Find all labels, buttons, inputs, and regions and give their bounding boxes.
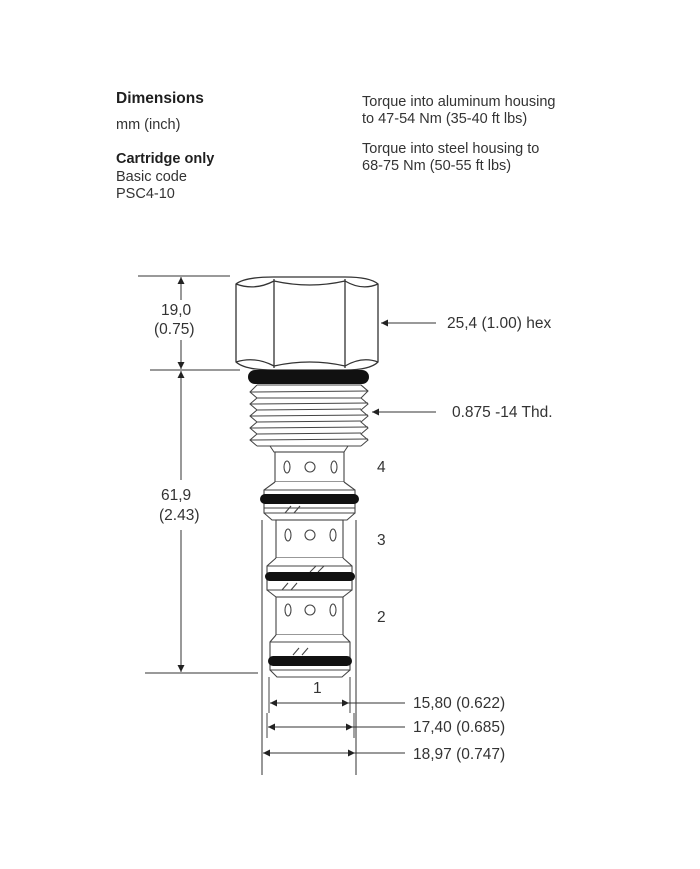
o-ring-4 (260, 494, 359, 504)
diameter-3-label: 18,97 (0.747) (413, 746, 505, 763)
torque-steel-line2: 68-75 Nm (50-55 ft lbs) (362, 158, 512, 174)
torque-aluminum-line1: Torque into aluminum housing (362, 94, 556, 110)
dimensions-title: Dimensions (116, 90, 204, 107)
hex-height-mm: 19,0 (161, 302, 192, 319)
diameter-2-label: 17,40 (0.685) (413, 719, 505, 736)
diameter-extension-lines (266, 677, 355, 738)
port-1-label: 1 (313, 680, 322, 697)
hex-size-label: 25,4 (1.00) hex (447, 315, 552, 332)
torque-aluminum-line2: to 47-54 Nm (35-40 ft lbs) (362, 111, 528, 127)
units-label: mm (inch) (116, 117, 181, 133)
top-o-ring (248, 370, 369, 384)
o-ring-2 (268, 656, 352, 666)
hex-height-in: (0.75) (154, 321, 195, 338)
body-length-in: (2.43) (159, 507, 200, 524)
hex-nut (235, 276, 379, 371)
torque-steel-line1: Torque into steel housing to (362, 141, 540, 157)
basic-code-value: PSC4-10 (116, 186, 175, 202)
port-4-section (263, 451, 356, 521)
thread-section (249, 384, 369, 453)
body-length-mm: 61,9 (161, 487, 191, 504)
thread-label: 0.875 -14 Thd. (452, 404, 553, 421)
port-3-label: 3 (377, 532, 386, 549)
bottom-dimension-lines (263, 699, 405, 757)
left-dimension-lines (138, 275, 258, 674)
port-4-label: 4 (377, 459, 386, 476)
port-2-label: 2 (377, 609, 386, 626)
basic-code-label: Basic code (116, 169, 187, 185)
right-leader-lines (372, 319, 436, 416)
diameter-1-label: 15,80 (0.622) (413, 695, 505, 712)
cartridge-only-label: Cartridge only (116, 151, 215, 167)
o-ring-3 (265, 572, 355, 581)
